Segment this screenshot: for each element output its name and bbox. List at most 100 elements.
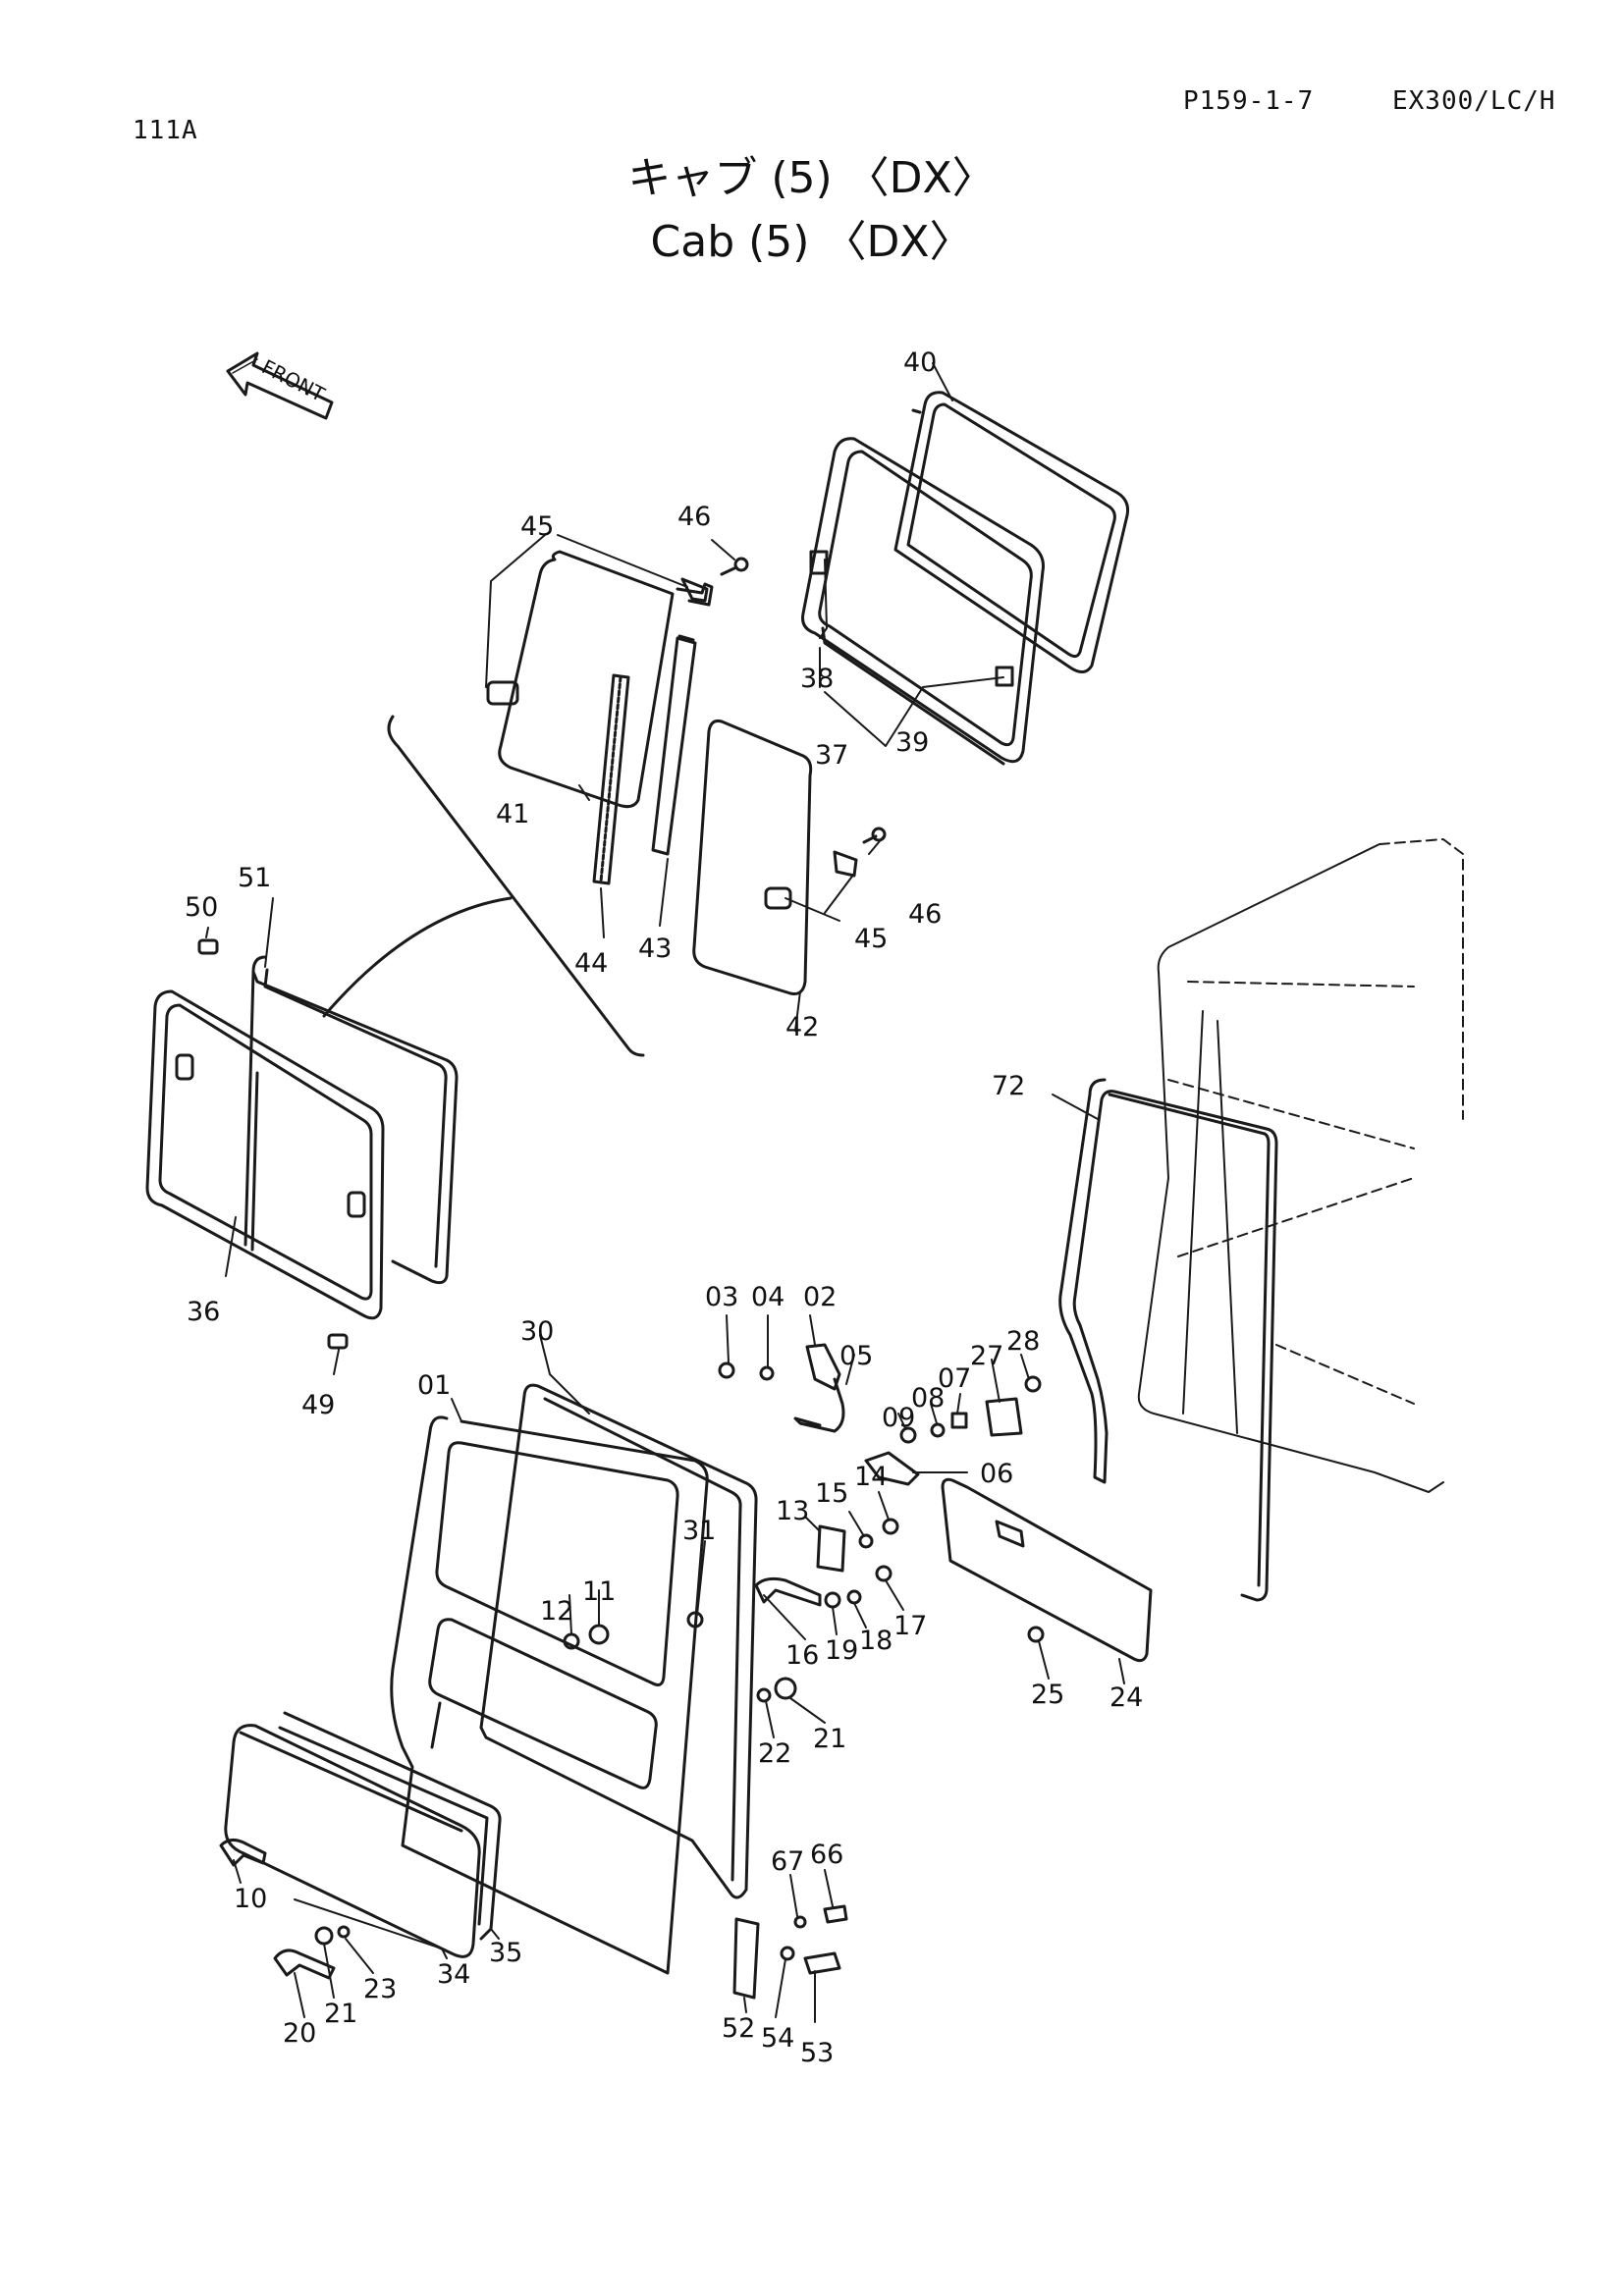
storage-box-seal	[278, 1711, 502, 1941]
title-english: Cab (5) 〈DX〉	[650, 217, 973, 267]
page-code: 111A	[133, 116, 198, 145]
label-17: 17	[893, 1611, 927, 1641]
label-11: 11	[582, 1576, 616, 1607]
label-09: 09	[882, 1403, 915, 1433]
bracket-13	[816, 1524, 846, 1573]
cap-50	[197, 938, 219, 955]
washer-15	[858, 1533, 874, 1549]
rear-window-seal	[893, 391, 1129, 673]
bracket-06	[864, 1451, 920, 1486]
bolt-03	[718, 1362, 735, 1379]
storage-box	[224, 1724, 481, 1958]
bolt-53	[803, 1951, 841, 1975]
channel-strip	[592, 673, 630, 885]
door-panel	[390, 1415, 709, 1975]
handle-20	[273, 1949, 336, 1980]
label-19: 19	[825, 1635, 858, 1666]
washer-19	[824, 1591, 841, 1609]
title-japanese: キャブ (5) 〈DX〉	[627, 153, 996, 203]
label-51: 51	[238, 863, 271, 893]
washer-18	[846, 1589, 862, 1605]
sliding-glass-upper	[486, 550, 749, 809]
label-05: 05	[839, 1341, 873, 1371]
hinge-52	[732, 1917, 760, 2000]
label-30: 30	[520, 1316, 554, 1347]
label-03: 03	[705, 1282, 738, 1312]
label-40: 40	[903, 347, 937, 378]
label-28: 28	[1006, 1326, 1040, 1357]
cover-24	[941, 1477, 1153, 1663]
washer-08	[930, 1422, 946, 1438]
label-12: 12	[540, 1596, 573, 1627]
rod-05	[793, 1377, 845, 1433]
label-72: 72	[992, 1071, 1025, 1101]
bolt-28	[1024, 1375, 1042, 1393]
nut-31	[686, 1611, 704, 1629]
label-39: 39	[895, 727, 929, 758]
model-number: EX300/LC/H	[1392, 86, 1556, 116]
label-24: 24	[1109, 1682, 1143, 1713]
label-07: 07	[938, 1363, 971, 1394]
bolt-07	[950, 1412, 968, 1429]
nut-21b	[314, 1926, 334, 1946]
washer-67	[793, 1915, 807, 1929]
label-35: 35	[489, 1938, 522, 1968]
label-18: 18	[859, 1626, 893, 1656]
label-43: 43	[638, 934, 672, 964]
bolt-17	[875, 1565, 893, 1582]
label-50: 50	[185, 892, 218, 923]
label-23: 23	[363, 1974, 397, 2004]
door-seal	[1058, 1078, 1278, 1602]
label-45b: 45	[854, 924, 888, 954]
label-27: 27	[970, 1341, 1003, 1371]
label-46: 46	[677, 502, 711, 532]
striker-27	[985, 1397, 1023, 1437]
label-10: 10	[234, 1884, 267, 1914]
guide-rail	[651, 634, 697, 856]
label-49: 49	[301, 1390, 335, 1420]
label-21: 21	[813, 1724, 846, 1754]
label-31: 31	[682, 1516, 716, 1546]
label-16: 16	[785, 1640, 819, 1671]
label-14: 14	[854, 1462, 888, 1492]
bolt-14	[882, 1518, 899, 1535]
label-34: 34	[437, 1959, 470, 1990]
label-01: 01	[417, 1370, 451, 1401]
leader-lines	[205, 362, 1125, 2023]
label-36: 36	[187, 1297, 220, 1327]
label-66: 66	[810, 1840, 843, 1870]
label-04: 04	[751, 1282, 784, 1312]
label-41: 41	[496, 799, 529, 829]
washer-22	[756, 1687, 772, 1703]
label-53: 53	[800, 2038, 834, 2068]
label-13: 13	[776, 1496, 809, 1526]
label-22: 22	[758, 1738, 791, 1769]
label-44: 44	[574, 948, 608, 979]
label-21b: 21	[324, 1999, 357, 2029]
label-15: 15	[815, 1478, 848, 1509]
side-window-seal	[248, 955, 459, 1285]
label-42: 42	[785, 1012, 819, 1042]
label-38: 38	[800, 664, 834, 694]
label-25: 25	[1031, 1680, 1064, 1710]
page-reference: P159-1-7	[1183, 86, 1315, 116]
nut-11	[588, 1624, 610, 1645]
label-20: 20	[283, 2018, 316, 2049]
front-arrow-icon	[226, 351, 334, 420]
nut-21	[774, 1677, 797, 1700]
handle-10	[219, 1839, 267, 1867]
rear-window-frame	[801, 437, 1045, 766]
label-06: 06	[980, 1459, 1013, 1489]
label-02: 02	[803, 1282, 837, 1312]
label-54: 54	[761, 2023, 794, 2054]
reference-curve	[387, 715, 645, 1057]
door-glass-seal	[479, 1383, 758, 1899]
front-label: FRONT	[258, 354, 329, 406]
sliding-glass-lower	[692, 720, 887, 995]
label-46b: 46	[908, 899, 942, 930]
side-window-frame	[145, 989, 385, 1320]
label-52: 52	[722, 2013, 755, 2044]
part-number-labels: 40 45 46 38 37 39 41 44 43 42 46 45 51 5…	[185, 347, 1143, 2068]
cab-body-outline	[1137, 838, 1464, 1493]
washer-04	[759, 1365, 775, 1381]
